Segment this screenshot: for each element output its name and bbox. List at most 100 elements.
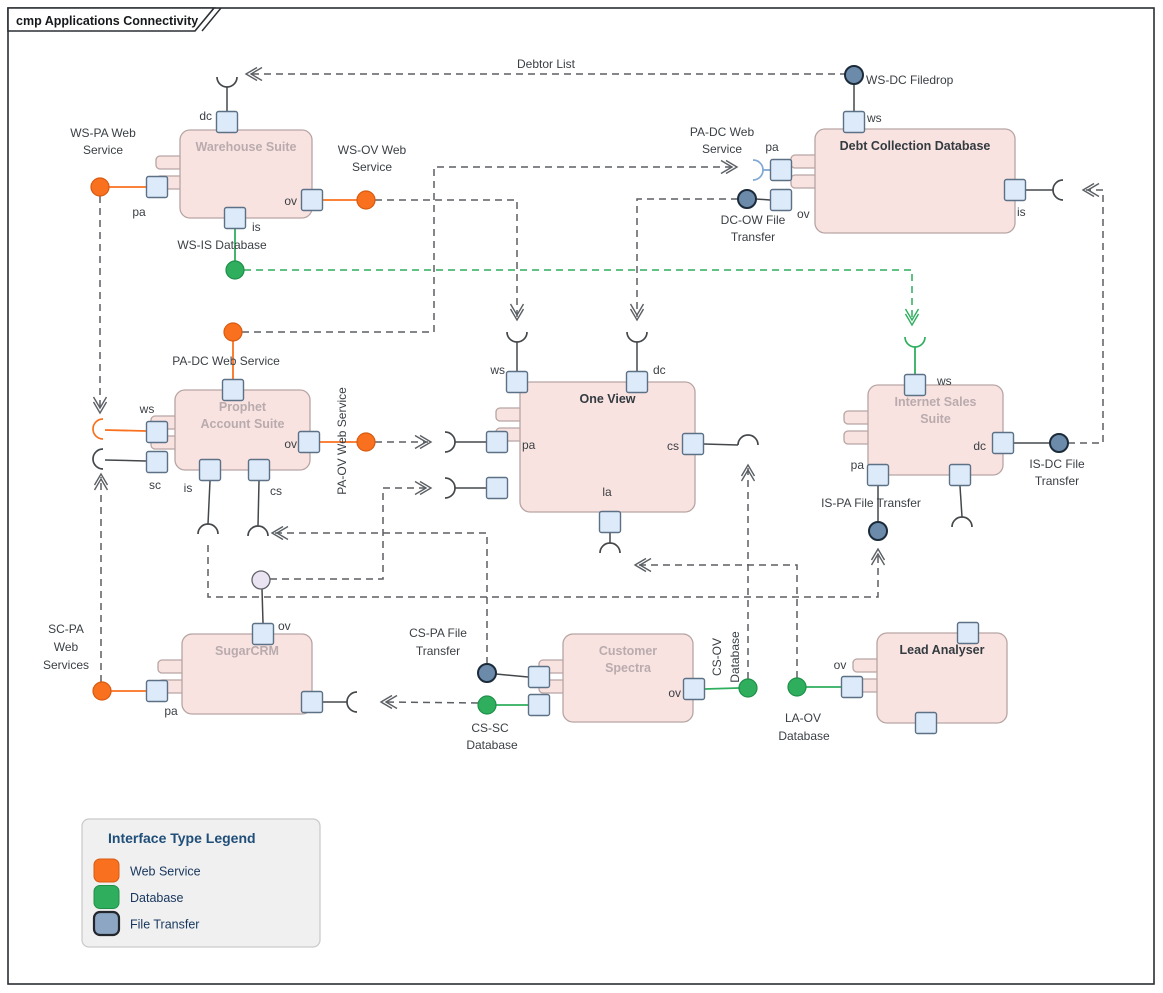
component-debt-collection-database[interactable]: Debt Collection Database <box>790 128 1016 234</box>
frame-tab <box>7 7 216 32</box>
dep-is-dc[interactable] <box>1068 189 1104 444</box>
port-debt-collection-database-ws[interactable] <box>842 110 866 134</box>
interface-ball-is-dc-file-transfer[interactable] <box>1049 433 1069 453</box>
port-sugarcrm[interactable] <box>300 690 324 714</box>
connector-solid[interactable] <box>704 687 740 690</box>
cs-pa-socket[interactable] <box>247 525 269 537</box>
component-title: One View <box>579 392 635 406</box>
interface-ball-pa-ov-web-service[interactable] <box>356 432 376 452</box>
component-one-view[interactable]: One View <box>495 381 696 513</box>
port-customer-spectra[interactable] <box>527 665 551 689</box>
component-body[interactable] <box>867 384 1004 476</box>
connector-solid[interactable] <box>703 443 739 446</box>
component-sugarcrm[interactable]: SugarCRM <box>157 633 313 715</box>
dep-la-ov[interactable] <box>638 564 798 678</box>
component-body[interactable] <box>876 632 1008 724</box>
interface-ball-cs-pa-file-transfer[interactable] <box>477 663 497 683</box>
port-lead-analyser[interactable] <box>914 711 938 735</box>
connector-solid[interactable] <box>104 459 147 462</box>
sc-pa-socket[interactable] <box>92 448 104 470</box>
port-debt-collection-database-pa[interactable] <box>769 158 793 182</box>
interface-ball-ws-dc-filedrop[interactable] <box>844 65 864 85</box>
legend-label: File Transfer <box>130 918 199 932</box>
port-one-view[interactable] <box>485 476 509 500</box>
is-dc-socket[interactable] <box>1052 179 1064 201</box>
ws-ov-socket[interactable] <box>506 331 528 343</box>
diagram-label: IS-DC File <box>1029 457 1085 471</box>
diagram-label: pa <box>522 438 536 452</box>
la-ov-socket[interactable] <box>599 542 621 554</box>
port-internet-sales-suite-ws[interactable] <box>903 373 927 397</box>
interface-ball-cs-sc-database[interactable] <box>477 695 497 715</box>
port-one-view-dc[interactable] <box>625 370 649 394</box>
port-one-view-cs[interactable] <box>681 432 705 456</box>
interface-ball-sc-ov-interface[interactable] <box>251 570 271 590</box>
port-one-view-la[interactable] <box>598 510 622 534</box>
dep-dc-ow[interactable] <box>636 198 738 317</box>
port-internet-sales-suite[interactable] <box>948 463 972 487</box>
port-lead-analyser[interactable] <box>956 621 980 645</box>
connector-solid[interactable] <box>495 673 529 678</box>
port-prophet-account-suite[interactable] <box>221 378 245 402</box>
pa-dc-socket[interactable] <box>752 159 764 181</box>
dep-ws-ov[interactable] <box>375 199 518 317</box>
pa-ov-socket[interactable] <box>444 431 456 453</box>
port-warehouse-suite-dc[interactable] <box>215 110 239 134</box>
port-debt-collection-database-ov[interactable] <box>769 188 793 212</box>
port-lead-analyser-ov[interactable] <box>840 675 864 699</box>
interface-ball-cs-ov-database[interactable] <box>738 678 758 698</box>
port-warehouse-suite-pa[interactable] <box>145 175 169 199</box>
port-internet-sales-suite-pa[interactable] <box>866 463 890 487</box>
cs-ov-socket[interactable] <box>737 434 759 446</box>
dc-ow-socket[interactable] <box>626 331 648 343</box>
ws-is-socket[interactable] <box>904 336 926 348</box>
component-lead-analyser[interactable]: Lead Analyser <box>852 632 1008 724</box>
port-debt-collection-database-is[interactable] <box>1003 178 1027 202</box>
connector-solid[interactable] <box>755 198 771 201</box>
interface-ball-dc-ow-file-transfer[interactable] <box>737 189 757 209</box>
port-internet-sales-suite-dc[interactable] <box>991 431 1015 455</box>
dep-ws-is[interactable] <box>244 269 913 322</box>
ws-pa-socket[interactable] <box>92 418 104 440</box>
dep-pa-dc[interactable] <box>242 166 734 333</box>
interface-ball-pa-dc-web-service[interactable] <box>223 322 243 342</box>
cs-sc-socket[interactable] <box>346 691 358 713</box>
debtor-list-socket[interactable] <box>216 76 238 88</box>
connector-solid[interactable] <box>207 480 211 525</box>
connector-solid[interactable] <box>261 588 264 624</box>
connector-solid[interactable] <box>257 480 260 527</box>
port-prophet-account-suite-ov[interactable] <box>297 430 321 454</box>
interface-ball-ws-is-database[interactable] <box>225 260 245 280</box>
port-sugarcrm-ov[interactable] <box>251 622 275 646</box>
port-sugarcrm-pa[interactable] <box>145 679 169 703</box>
port-one-view-ws[interactable] <box>505 370 529 394</box>
connector-solid[interactable] <box>959 485 963 518</box>
dep-cs-sc[interactable] <box>383 701 479 704</box>
interface-ball-ws-pa-web-service[interactable] <box>90 177 110 197</box>
port-customer-spectra[interactable] <box>527 693 551 717</box>
interface-ball-ws-ov-web-service[interactable] <box>356 190 376 210</box>
port-warehouse-suite-ov[interactable] <box>300 188 324 212</box>
sc-ov-socket[interactable] <box>444 477 456 499</box>
interface-ball-is-pa-file-transfer[interactable] <box>868 521 888 541</box>
port-prophet-account-suite-cs[interactable] <box>247 458 271 482</box>
port-prophet-account-suite-ws[interactable] <box>145 420 169 444</box>
port-customer-spectra-ov[interactable] <box>682 677 706 701</box>
port-warehouse-suite-is[interactable] <box>223 206 247 230</box>
connector-solid[interactable] <box>104 429 147 432</box>
port-prophet-account-suite-is[interactable] <box>198 458 222 482</box>
dependency-arrow <box>740 463 756 482</box>
is-pa-socket[interactable] <box>197 523 219 535</box>
component-body[interactable] <box>181 633 313 715</box>
diagram-label: Database <box>778 729 830 743</box>
interface-ball-la-ov-database[interactable] <box>787 677 807 697</box>
component-title: Warehouse Suite <box>196 140 297 154</box>
port-one-view-pa[interactable] <box>485 430 509 454</box>
interface-ball-sc-pa-web-services[interactable] <box>92 681 112 701</box>
dep-is-pa[interactable] <box>207 545 879 598</box>
diagram-label: SC-PA <box>48 622 84 636</box>
port-prophet-account-suite-sc[interactable] <box>145 450 169 474</box>
is-bottom-socket[interactable] <box>951 516 973 528</box>
